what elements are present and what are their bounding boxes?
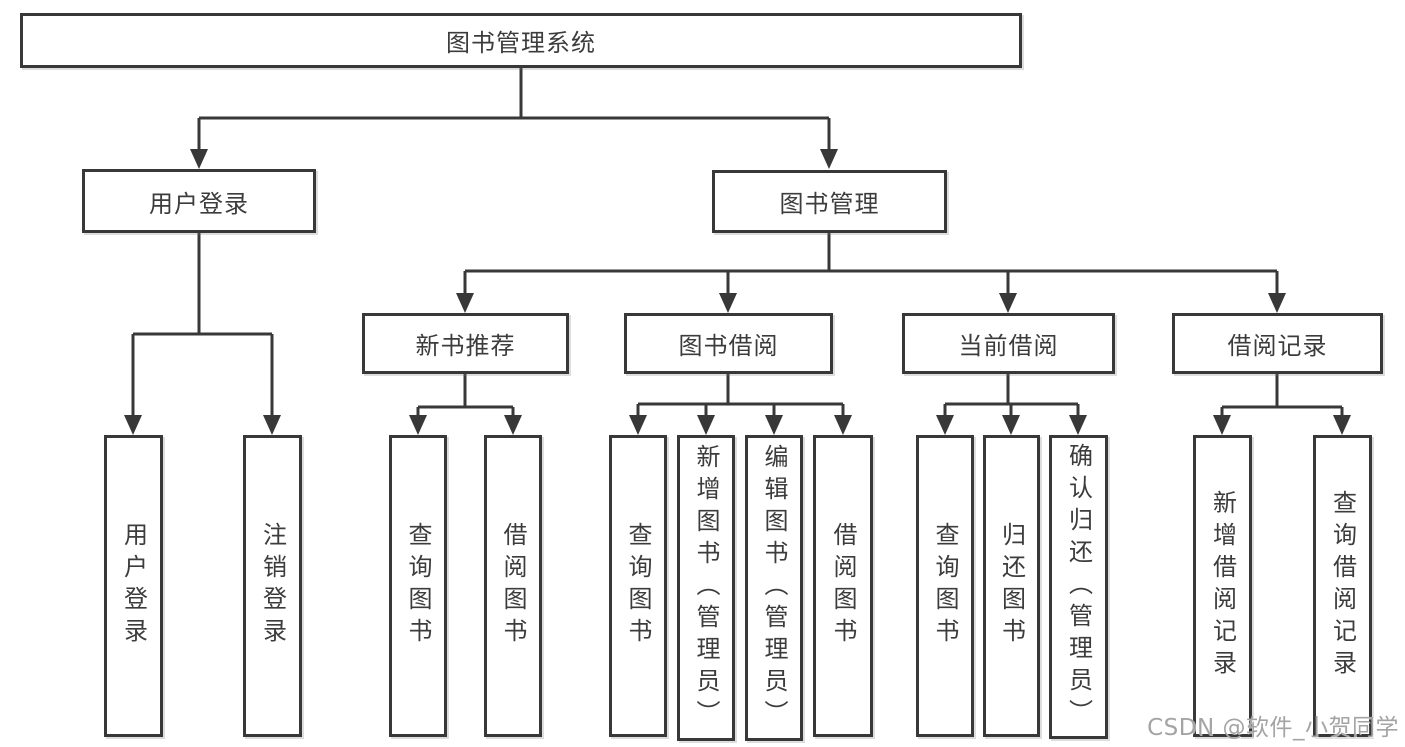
leaf-borrow-borrow-book: 借阅图书 [813, 435, 873, 737]
arrowhead [263, 415, 281, 435]
node-user-login-label: 用户登录 [149, 189, 249, 218]
leaf-borrow-borrow-book-label: 借阅图书 [829, 522, 857, 650]
arrowhead [190, 149, 208, 169]
leaf-recommend-borrow-book-label: 借阅图书 [499, 522, 527, 650]
arrowhead [456, 293, 474, 313]
node-new-book-recommend-label: 新书推荐 [415, 332, 516, 360]
leaf-current-return-book-label: 归还图书 [997, 522, 1026, 650]
leaf-current-return-book: 归还图书 [983, 435, 1040, 737]
leaf-recommend-query-book-label: 查询图书 [404, 522, 432, 650]
node-root-label: 图书管理系统 [446, 29, 596, 57]
leaf-borrow-query-book: 查询图书 [609, 435, 667, 737]
leaf-recommend-borrow-book: 借阅图书 [484, 435, 542, 737]
node-borrow-record: 借阅记录 [1172, 313, 1383, 374]
arrowhead [1333, 415, 1351, 435]
leaf-record-add-borrow-record-label: 新增借阅记录 [1208, 490, 1237, 682]
connector-lines [131, 68, 1344, 419]
leaf-borrow-add-book-admin-label: 新增图书（管理员） [692, 444, 720, 732]
node-new-book-recommend: 新书推荐 [362, 313, 569, 374]
leaf-borrow-edit-book-admin: 编辑图书（管理员） [745, 435, 803, 741]
node-book-management: 图书管理 [712, 170, 947, 233]
arrowhead [504, 415, 522, 435]
node-borrow-record-label: 借阅记录 [1227, 332, 1328, 360]
arrowhead [834, 415, 852, 435]
arrowheads [124, 149, 1351, 435]
leaf-record-add-borrow-record: 新增借阅记录 [1193, 435, 1252, 737]
leaf-borrow-edit-book-admin-label: 编辑图书（管理员） [760, 444, 788, 732]
arrowhead [765, 415, 783, 435]
arrowhead [719, 293, 737, 313]
node-user-login: 用户登录 [82, 169, 316, 233]
leaf-logout-login-label: 注销登录 [258, 522, 287, 650]
node-root: 图书管理系统 [20, 13, 1022, 68]
leaf-user-login: 用户登录 [104, 435, 163, 737]
node-current-borrow-label: 当前借阅 [958, 332, 1059, 360]
node-book-borrow: 图书借阅 [624, 313, 833, 374]
leaf-record-query-borrow-record: 查询借阅记录 [1313, 435, 1372, 737]
leaf-user-login-label: 用户登录 [119, 522, 148, 650]
leaf-current-confirm-return-admin-label: 确认归还（管理员） [1064, 443, 1093, 731]
arrowhead [409, 415, 427, 435]
leaf-logout-login: 注销登录 [243, 435, 302, 737]
csdn-watermark: CSDN @软件_小贺同学 [1147, 715, 1399, 741]
leaf-record-query-borrow-record-label: 查询借阅记录 [1328, 490, 1357, 682]
node-book-management-label: 图书管理 [779, 190, 880, 218]
arrowhead [936, 415, 954, 435]
arrowhead [1069, 415, 1087, 435]
leaf-current-confirm-return-admin: 确认归还（管理员） [1049, 435, 1108, 739]
arrowhead [697, 415, 715, 435]
leaf-borrow-query-book-label: 查询图书 [624, 522, 652, 650]
leaf-borrow-add-book-admin: 新增图书（管理员） [677, 435, 735, 741]
arrowhead [1213, 415, 1231, 435]
leaf-current-query-book: 查询图书 [916, 435, 974, 737]
arrowhead [820, 149, 838, 169]
arrowhead [1002, 415, 1020, 435]
arrowhead [999, 293, 1017, 313]
arrowhead [1268, 293, 1286, 313]
leaf-current-query-book-label: 查询图书 [931, 522, 959, 650]
node-book-borrow-label: 图书借阅 [678, 332, 779, 360]
arrowhead [629, 415, 647, 435]
node-current-borrow: 当前借阅 [902, 313, 1115, 374]
arrowhead [124, 415, 142, 435]
leaf-recommend-query-book: 查询图书 [389, 435, 447, 737]
